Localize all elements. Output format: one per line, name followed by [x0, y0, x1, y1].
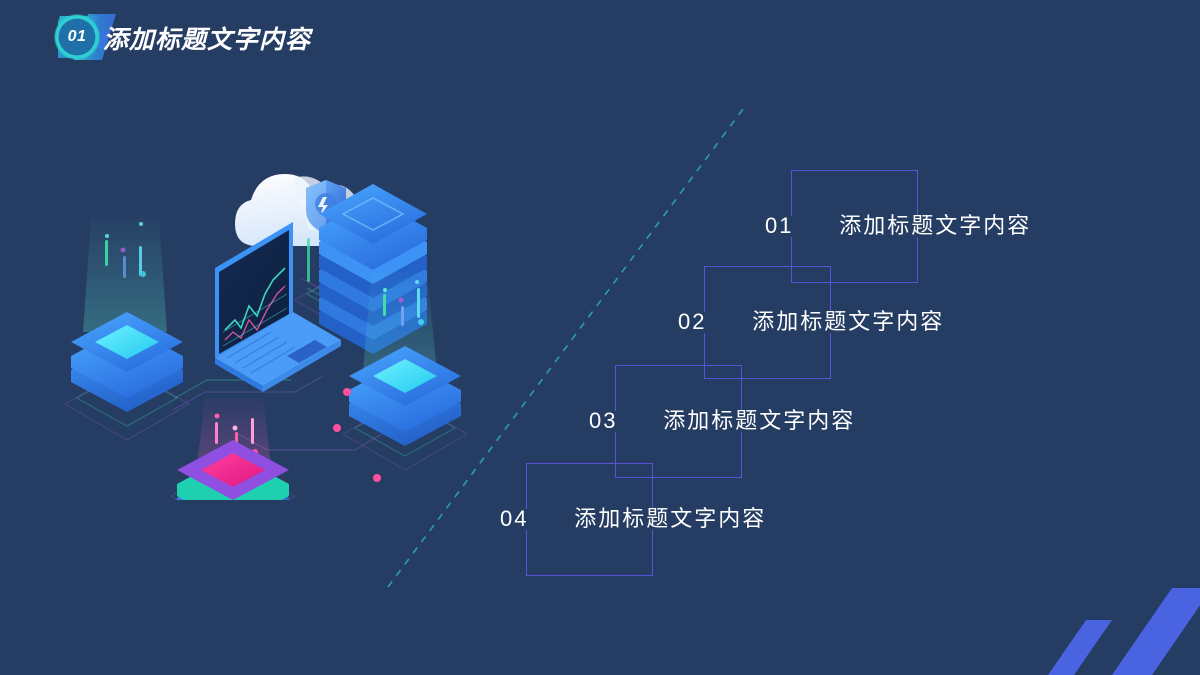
data-platform-cyan-icon: [71, 312, 183, 412]
double-slash-decoration-icon: [1048, 588, 1200, 675]
list-item-label: 添加标题文字内容: [574, 506, 767, 531]
laptop-chart-icon: [215, 222, 341, 392]
numbered-list: 01 添加标题文字内容 02 添加标题文字内容 03 添加标题文字内容: [480, 150, 1080, 600]
slide-header: 01 添加标题文字内容: [0, 0, 1200, 78]
list-item-label: 添加标题文字内容: [752, 309, 945, 334]
list-item-text-02: 02 添加标题文字内容: [678, 311, 944, 333]
bracket-top-01: [791, 170, 918, 216]
list-item-text-04: 04 添加标题文字内容: [500, 508, 766, 530]
list-item-number: 03: [589, 408, 618, 433]
cloud-shield-icon: [235, 174, 368, 246]
list-item-label: 添加标题文字内容: [663, 408, 856, 433]
bracket-top-03: [615, 365, 742, 411]
bracket-top-02: [704, 266, 831, 312]
bracket-top-04: [526, 463, 653, 509]
header-badge-number: 01: [67, 28, 87, 45]
number-badge-icon: [55, 15, 99, 59]
list-item-text-03: 03 添加标题文字内容: [589, 410, 855, 432]
bracket-bottom-01: [791, 237, 918, 283]
isometric-cloud-computing-illustration: [64, 174, 468, 500]
list-item-label: 添加标题文字内容: [839, 213, 1032, 238]
data-platform-pink-icon: [177, 440, 289, 500]
list-item-number: 04: [500, 506, 529, 531]
bracket-bottom-03: [615, 432, 742, 478]
bracket-bottom-02: [704, 333, 831, 379]
header-badge: 01: [55, 15, 99, 59]
list-item-number: 01: [765, 213, 794, 238]
bracket-bottom-04: [526, 530, 653, 576]
page-title: 添加标题文字内容: [103, 26, 312, 54]
list-item-text-01: 01 添加标题文字内容: [765, 215, 1031, 237]
list-item-number: 02: [678, 309, 707, 334]
